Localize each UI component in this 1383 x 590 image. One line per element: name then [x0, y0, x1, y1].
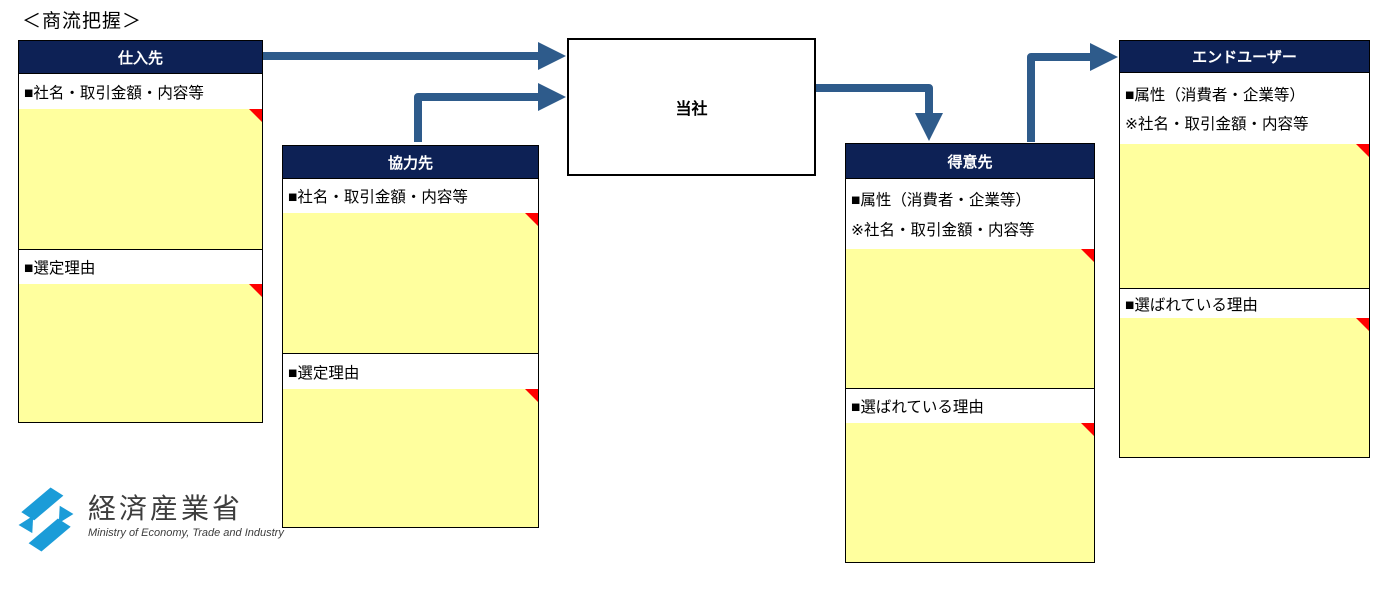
- note-corner-icon: [1356, 318, 1369, 331]
- customer-label-company-line: ※社名・取引金額・内容等: [851, 221, 1035, 239]
- meti-logo: 経済産業省 Ministry of Economy, Trade and Ind…: [14, 479, 284, 559]
- arrowhead-icon: [1090, 43, 1118, 71]
- arrow-customer-to-end-user: [1027, 53, 1091, 142]
- note-corner-icon: [249, 284, 262, 297]
- arrow-partner-to-company: [414, 93, 540, 142]
- customer-label-attributes: ■属性（消費者・企業等） ※社名・取引金額・内容等: [846, 179, 1094, 249]
- meti-logo-subtitle: Ministry of Economy, Trade and Industry: [88, 527, 284, 540]
- meti-logo-text: 経済産業省 Ministry of Economy, Trade and Ind…: [88, 493, 284, 539]
- end-user-label-reason: ■選ばれている理由: [1120, 288, 1369, 318]
- end-user-note-reason: [1120, 318, 1369, 457]
- partner-note-reason: [283, 389, 538, 527]
- partner-header: 協力先: [283, 146, 538, 179]
- supplier-header: 仕入先: [19, 41, 262, 74]
- note-corner-icon: [525, 389, 538, 402]
- customer-header: 得意先: [846, 144, 1094, 179]
- end-user-label-attribute-line: ■属性（消費者・企業等）: [1125, 86, 1305, 104]
- end-user-note-attributes: [1120, 144, 1369, 288]
- end-user-label-company-line: ※社名・取引金額・内容等: [1125, 116, 1309, 134]
- note-corner-icon: [249, 109, 262, 122]
- arrowhead-icon: [915, 113, 943, 141]
- meti-logo-name: 経済産業省: [88, 493, 244, 524]
- supplier-note-reason: [19, 284, 262, 422]
- partner-label-reason: ■選定理由: [283, 353, 538, 389]
- customer-label-attribute-line: ■属性（消費者・企業等）: [851, 192, 1031, 210]
- end-user-header: エンドユーザー: [1120, 41, 1369, 73]
- note-corner-icon: [525, 213, 538, 226]
- company-box: 当社: [567, 38, 816, 176]
- company-label: 当社: [675, 101, 708, 118]
- note-corner-icon: [1081, 423, 1094, 436]
- page-title: ＜商流把握＞: [22, 11, 143, 32]
- customer-note-reason: [846, 423, 1094, 562]
- end-user-box: エンドユーザー ■属性（消費者・企業等） ※社名・取引金額・内容等 ■選ばれてい…: [1119, 40, 1370, 458]
- customer-label-reason: ■選ばれている理由: [846, 388, 1094, 423]
- arrowhead-icon: [538, 83, 566, 111]
- partner-note-company: [283, 213, 538, 353]
- partner-label-company: ■社名・取引金額・内容等: [283, 179, 538, 213]
- end-user-label-attributes: ■属性（消費者・企業等） ※社名・取引金額・内容等: [1120, 73, 1369, 144]
- supplier-note-company: [19, 109, 262, 249]
- arrowhead-icon: [538, 42, 566, 70]
- partner-box: 協力先 ■社名・取引金額・内容等 ■選定理由: [282, 145, 539, 528]
- customer-note-attributes: [846, 249, 1094, 388]
- note-corner-icon: [1356, 144, 1369, 157]
- supplier-label-reason: ■選定理由: [19, 249, 262, 284]
- customer-box: 得意先 ■属性（消費者・企業等） ※社名・取引金額・内容等 ■選ばれている理由: [845, 143, 1095, 563]
- note-corner-icon: [1081, 249, 1094, 262]
- supplier-box: 仕入先 ■社名・取引金額・内容等 ■選定理由: [18, 40, 263, 423]
- meti-logo-mark-icon: [18, 487, 74, 552]
- arrow-company-to-customer: [816, 84, 933, 115]
- supplier-label-company: ■社名・取引金額・内容等: [19, 74, 262, 109]
